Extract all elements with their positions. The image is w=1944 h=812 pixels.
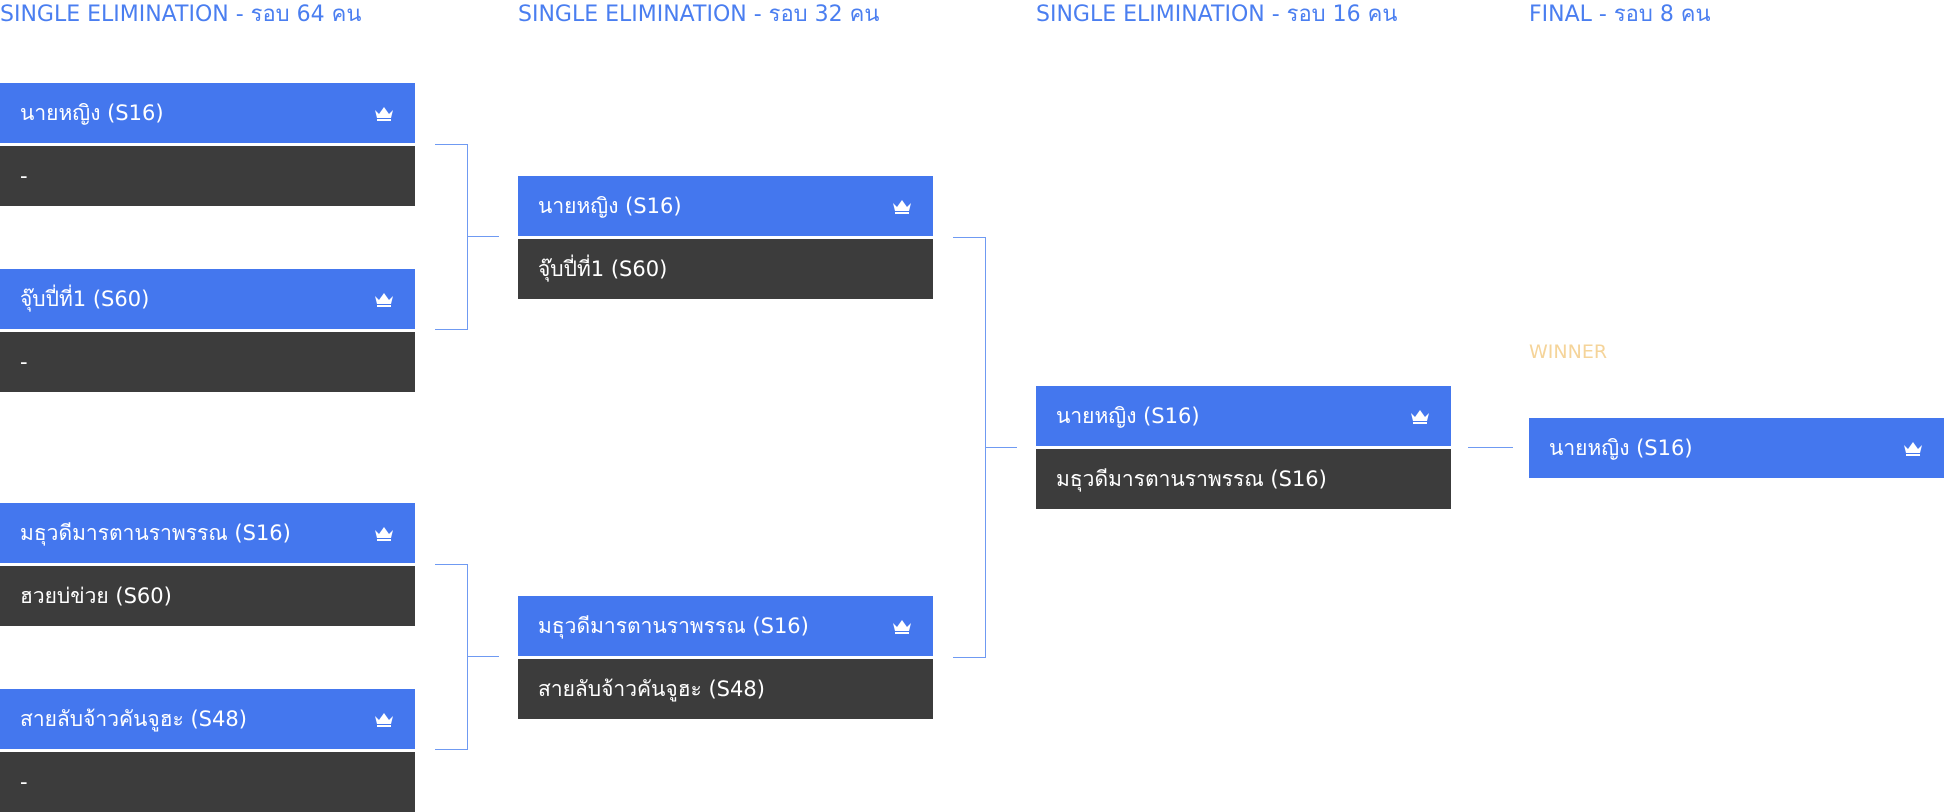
final-winner[interactable]: นายหญิง (S16) [1529,418,1944,478]
round64-match-2-winner[interactable]: จุ๊บปี่ที่1 (S60) [0,269,415,329]
round64-match-2-loser[interactable]: - [0,332,415,392]
final-title: FINAL - รอบ 8 คน [1529,2,1711,27]
player-name: จุ๊บปี่ที่1 (S60) [538,256,668,281]
bracket-connector-stub [985,447,1017,448]
crown-icon [375,713,393,727]
crown-icon [1904,442,1922,456]
player-name: สายลับจ้าวคันจูฮะ (S48) [538,676,765,701]
crown-icon [375,293,393,307]
bracket-connector-stub [467,656,499,657]
round32-match-2: มธุวดีมารตานราพรรณ (S16) สายลับจ้าวคันจู… [518,596,933,719]
winner-label: WINNER [1529,341,1608,363]
player-name: - [20,770,28,794]
player-name: - [20,350,28,374]
round64-match-4: สายลับจ้าวคันจูฮะ (S48) - [0,689,415,812]
player-name: สายลับจ้าวคันจูฮะ (S48) [20,706,247,731]
round16-match-1: นายหญิง (S16) มธุวดีมารตานราพรรณ (S16) [1036,386,1451,509]
round64-match-1-loser[interactable]: - [0,146,415,206]
crown-icon [1411,410,1429,424]
final-winner-box: นายหญิง (S16) [1529,418,1944,478]
player-name: มธุวดีมารตานราพรรณ (S16) [20,520,291,545]
crown-icon [893,200,911,214]
player-name: นายหญิง (S16) [20,100,164,125]
round16-match-1-winner[interactable]: นายหญิง (S16) [1036,386,1451,446]
round32-match-1: นายหญิง (S16) จุ๊บปี่ที่1 (S60) [518,176,933,299]
round64-match-4-winner[interactable]: สายลับจ้าวคันจูฮะ (S48) [0,689,415,749]
player-name: นายหญิง (S16) [1549,435,1693,460]
round-32-title: SINGLE ELIMINATION - รอบ 32 คน [518,2,880,27]
round64-match-3-loser[interactable]: ฮวยบ่ข่วย (S60) [0,566,415,626]
player-name: มธุวดีมารตานราพรรณ (S16) [538,613,809,638]
round64-match-1: นายหญิง (S16) - [0,83,415,206]
round-16-title: SINGLE ELIMINATION - รอบ 16 คน [1036,2,1398,27]
player-name: นายหญิง (S16) [538,193,682,218]
round64-match-2: จุ๊บปี่ที่1 (S60) - [0,269,415,392]
bracket-connector-stub [467,236,499,237]
round32-match-2-winner[interactable]: มธุวดีมารตานราพรรณ (S16) [518,596,933,656]
round16-match-1-loser[interactable]: มธุวดีมารตานราพรรณ (S16) [1036,449,1451,509]
player-name: มธุวดีมารตานราพรรณ (S16) [1056,466,1327,491]
player-name: นายหญิง (S16) [1056,403,1200,428]
round32-match-1-winner[interactable]: นายหญิง (S16) [518,176,933,236]
round64-match-4-loser[interactable]: - [0,752,415,812]
round32-match-2-loser[interactable]: สายลับจ้าวคันจูฮะ (S48) [518,659,933,719]
bracket-connector [953,237,986,658]
round-64-title: SINGLE ELIMINATION - รอบ 64 คน [0,2,362,27]
crown-icon [375,107,393,121]
round64-match-1-winner[interactable]: นายหญิง (S16) [0,83,415,143]
bracket-connector [435,144,468,330]
player-name: จุ๊บปี่ที่1 (S60) [20,286,150,311]
bracket-connector [435,564,468,750]
player-name: ฮวยบ่ข่วย (S60) [20,583,172,608]
crown-icon [375,527,393,541]
round32-match-1-loser[interactable]: จุ๊บปี่ที่1 (S60) [518,239,933,299]
round64-match-3: มธุวดีมารตานราพรรณ (S16) ฮวยบ่ข่วย (S60) [0,503,415,626]
player-name: - [20,164,28,188]
round64-match-3-winner[interactable]: มธุวดีมารตานราพรรณ (S16) [0,503,415,563]
crown-icon [893,620,911,634]
bracket-connector-stub [1468,447,1513,448]
